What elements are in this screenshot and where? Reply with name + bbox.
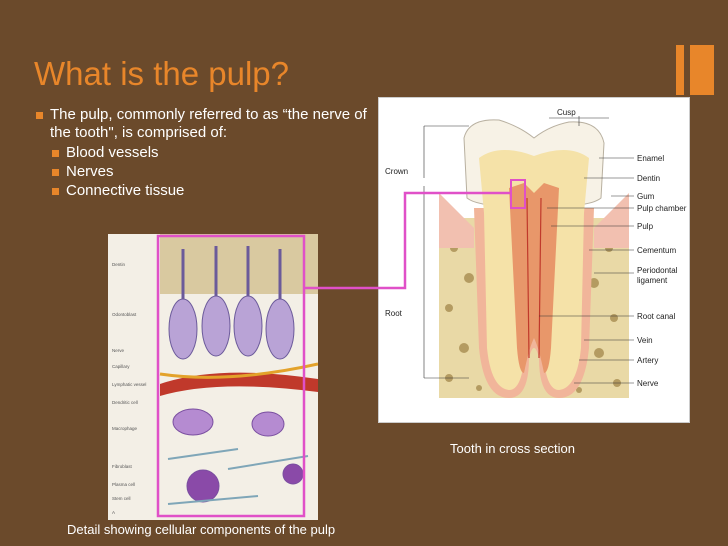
caption-cellular-detail: Detail showing cellular components of th… [67,522,336,537]
leader-lines [423,116,634,384]
detail-label-1: Odontoblast [112,312,137,317]
detail-label-8: Plasma cell [112,482,135,487]
caption-tooth-cross-section: Tooth in cross section [450,441,576,456]
callout-box [510,179,526,209]
detail-label-10: A [112,510,115,515]
tooth-cross-section-image: Cusp Crown Root Enamel Dentin Gum Pulp c… [378,97,690,423]
detail-label-6: Macrophage [112,426,138,431]
header-accent-bar-2 [690,45,714,95]
sub-bullet-list: Blood vessels Nerves Connective tissue [36,144,376,200]
sub-bullet-connective-tissue: Connective tissue [52,182,376,200]
pulp-vessels [526,197,542,359]
bullet-main: The pulp, commonly referred to as “the n… [36,106,376,142]
detail-label-2: Nerve [112,348,125,353]
sub-bullet-nerves: Nerves [52,163,376,181]
label-pulp-chamber: Pulp chamber [637,204,687,213]
label-crown: Crown [385,167,408,176]
label-artery: Artery [637,356,658,365]
sub-bullet-blood-vessels: Blood vessels [52,144,376,162]
label-root-canal: Root canal [637,312,675,321]
label-ligament: ligament [637,276,668,285]
label-dentin: Dentin [637,174,660,183]
detail-label-9: Stem cell [112,496,131,501]
label-gum: Gum [637,192,655,201]
detail-label-4: Lymphatic vessel [112,382,146,387]
header-accent-bar-1 [676,45,684,95]
detail-label-7: Fibroblast [112,464,133,469]
detail-label-5: Dendritic cell [112,400,138,405]
gum-right [594,193,629,248]
detail-label-3: Capillary [112,364,130,369]
label-cusp: Cusp [557,108,576,117]
tooth-diagram: Cusp Crown Root Enamel Dentin Gum Pulp c… [379,98,689,422]
label-periodontal: Periodontal [637,266,678,275]
label-root: Root [385,309,403,318]
label-cementum: Cementum [637,246,676,255]
pulp-chamber [509,183,559,373]
slide-title: What is the pulp? [34,55,289,92]
label-vein: Vein [637,336,653,345]
label-pulp: Pulp [637,222,654,231]
bullet-list: The pulp, commonly referred to as “the n… [36,106,376,201]
detail-labels: Dentin Odontoblast Nerve Capillary Lymph… [112,262,146,515]
cellular-diagram: Dentin Odontoblast Nerve Capillary Lymph… [108,234,318,520]
label-enamel: Enamel [637,154,664,163]
detail-label-0: Dentin [112,262,126,267]
pulp-cellular-detail-image: Dentin Odontoblast Nerve Capillary Lymph… [108,234,318,520]
label-nerve: Nerve [637,379,659,388]
